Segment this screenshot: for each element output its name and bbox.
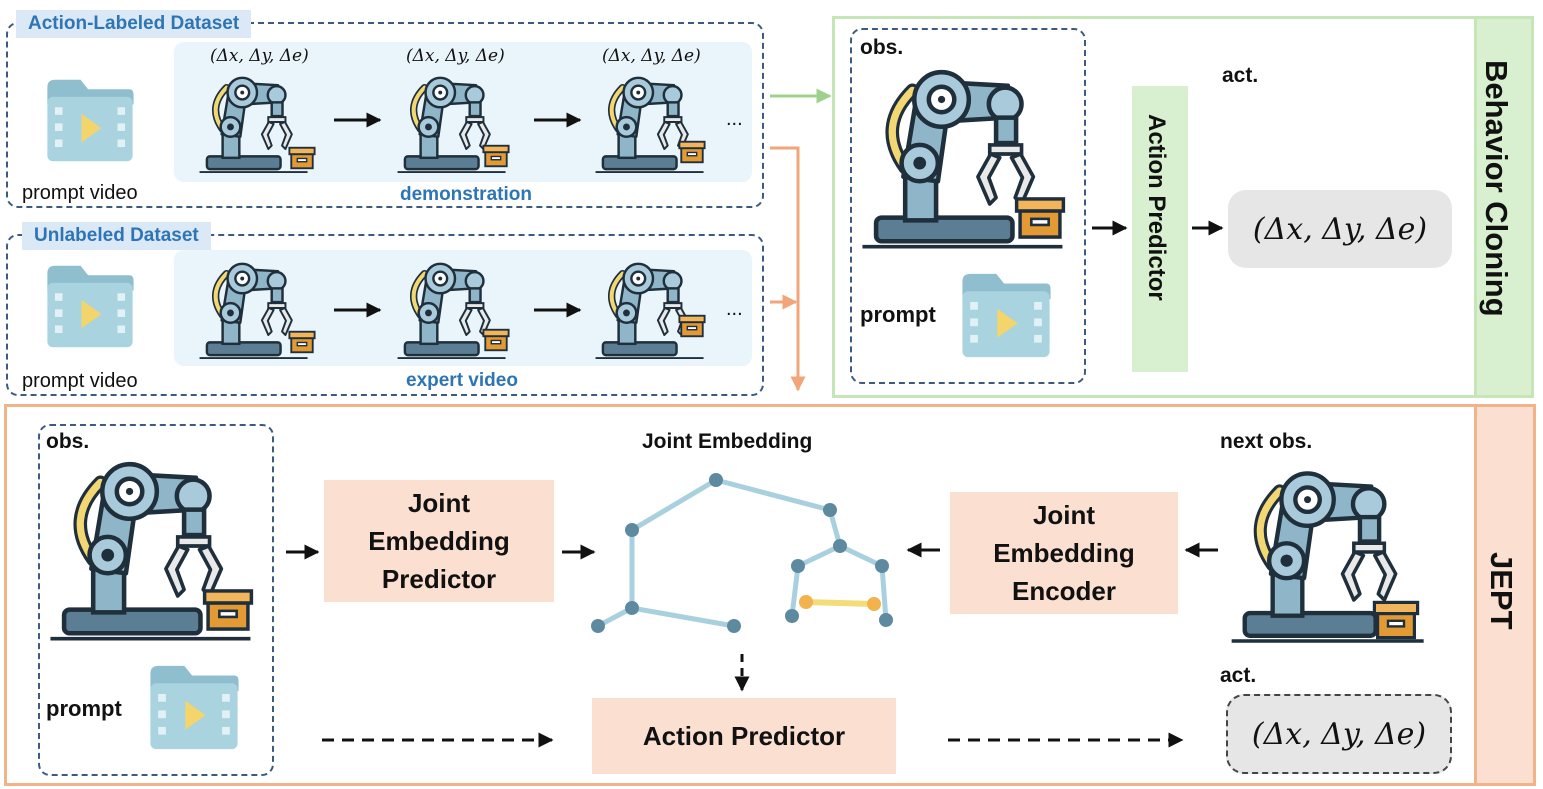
bc-input-panel (850, 28, 1086, 384)
demonstration-caption: demonstration (400, 184, 532, 205)
next-obs-label: next obs. (1220, 430, 1313, 453)
bc-action-predictor-box (1132, 86, 1188, 372)
labeled-prompt-caption: prompt video (22, 182, 138, 204)
jept-obs-label: obs. (46, 430, 90, 453)
unlabeled-prompt-caption: prompt video (22, 370, 138, 392)
jept-input-panel (38, 424, 274, 776)
jept-action-output: (Δx, Δy, Δe) (1226, 694, 1452, 774)
joint-embedding-label: Joint Embedding (642, 430, 813, 453)
unlabeled-dataset-tag: Unlabeled Dataset (22, 222, 211, 250)
unlabeled-dataset-panel (6, 234, 764, 396)
jept-action-predictor-box: Action Predictor (592, 698, 896, 774)
bc-action-predictor-label: Action Predictor (1143, 114, 1170, 301)
bc-obs-label: obs. (860, 36, 904, 59)
bc-act-label: act. (1222, 64, 1259, 87)
joint-embedding-predictor-box: Joint Embedding Predictor (324, 480, 554, 602)
action-labeled-dataset-panel (6, 22, 764, 208)
expert-video-caption: expert video (406, 370, 518, 391)
action-label-3: (Δx, Δy, Δe) (602, 46, 701, 66)
labeled-ellipsis: ... (726, 108, 743, 130)
bc-action-output: (Δx, Δy, Δe) (1228, 190, 1452, 268)
behavior-cloning-label: Behavior Cloning (1479, 60, 1514, 317)
unlabeled-ellipsis: ... (726, 298, 743, 320)
jept-label: JEPT (1484, 552, 1519, 630)
bc-prompt-label: prompt (860, 302, 936, 327)
jept-side-band (1474, 404, 1536, 786)
action-label-1: (Δx, Δy, Δe) (210, 46, 309, 66)
behavior-cloning-side-band (1474, 16, 1534, 398)
jept-prompt-label: prompt (46, 696, 122, 721)
joint-embedding-encoder-box: Joint Embedding Encoder (950, 492, 1178, 614)
action-labeled-dataset-tag: Action-Labeled Dataset (16, 10, 252, 38)
jept-act-label: act. (1220, 664, 1257, 687)
action-label-2: (Δx, Δy, Δe) (406, 46, 505, 66)
